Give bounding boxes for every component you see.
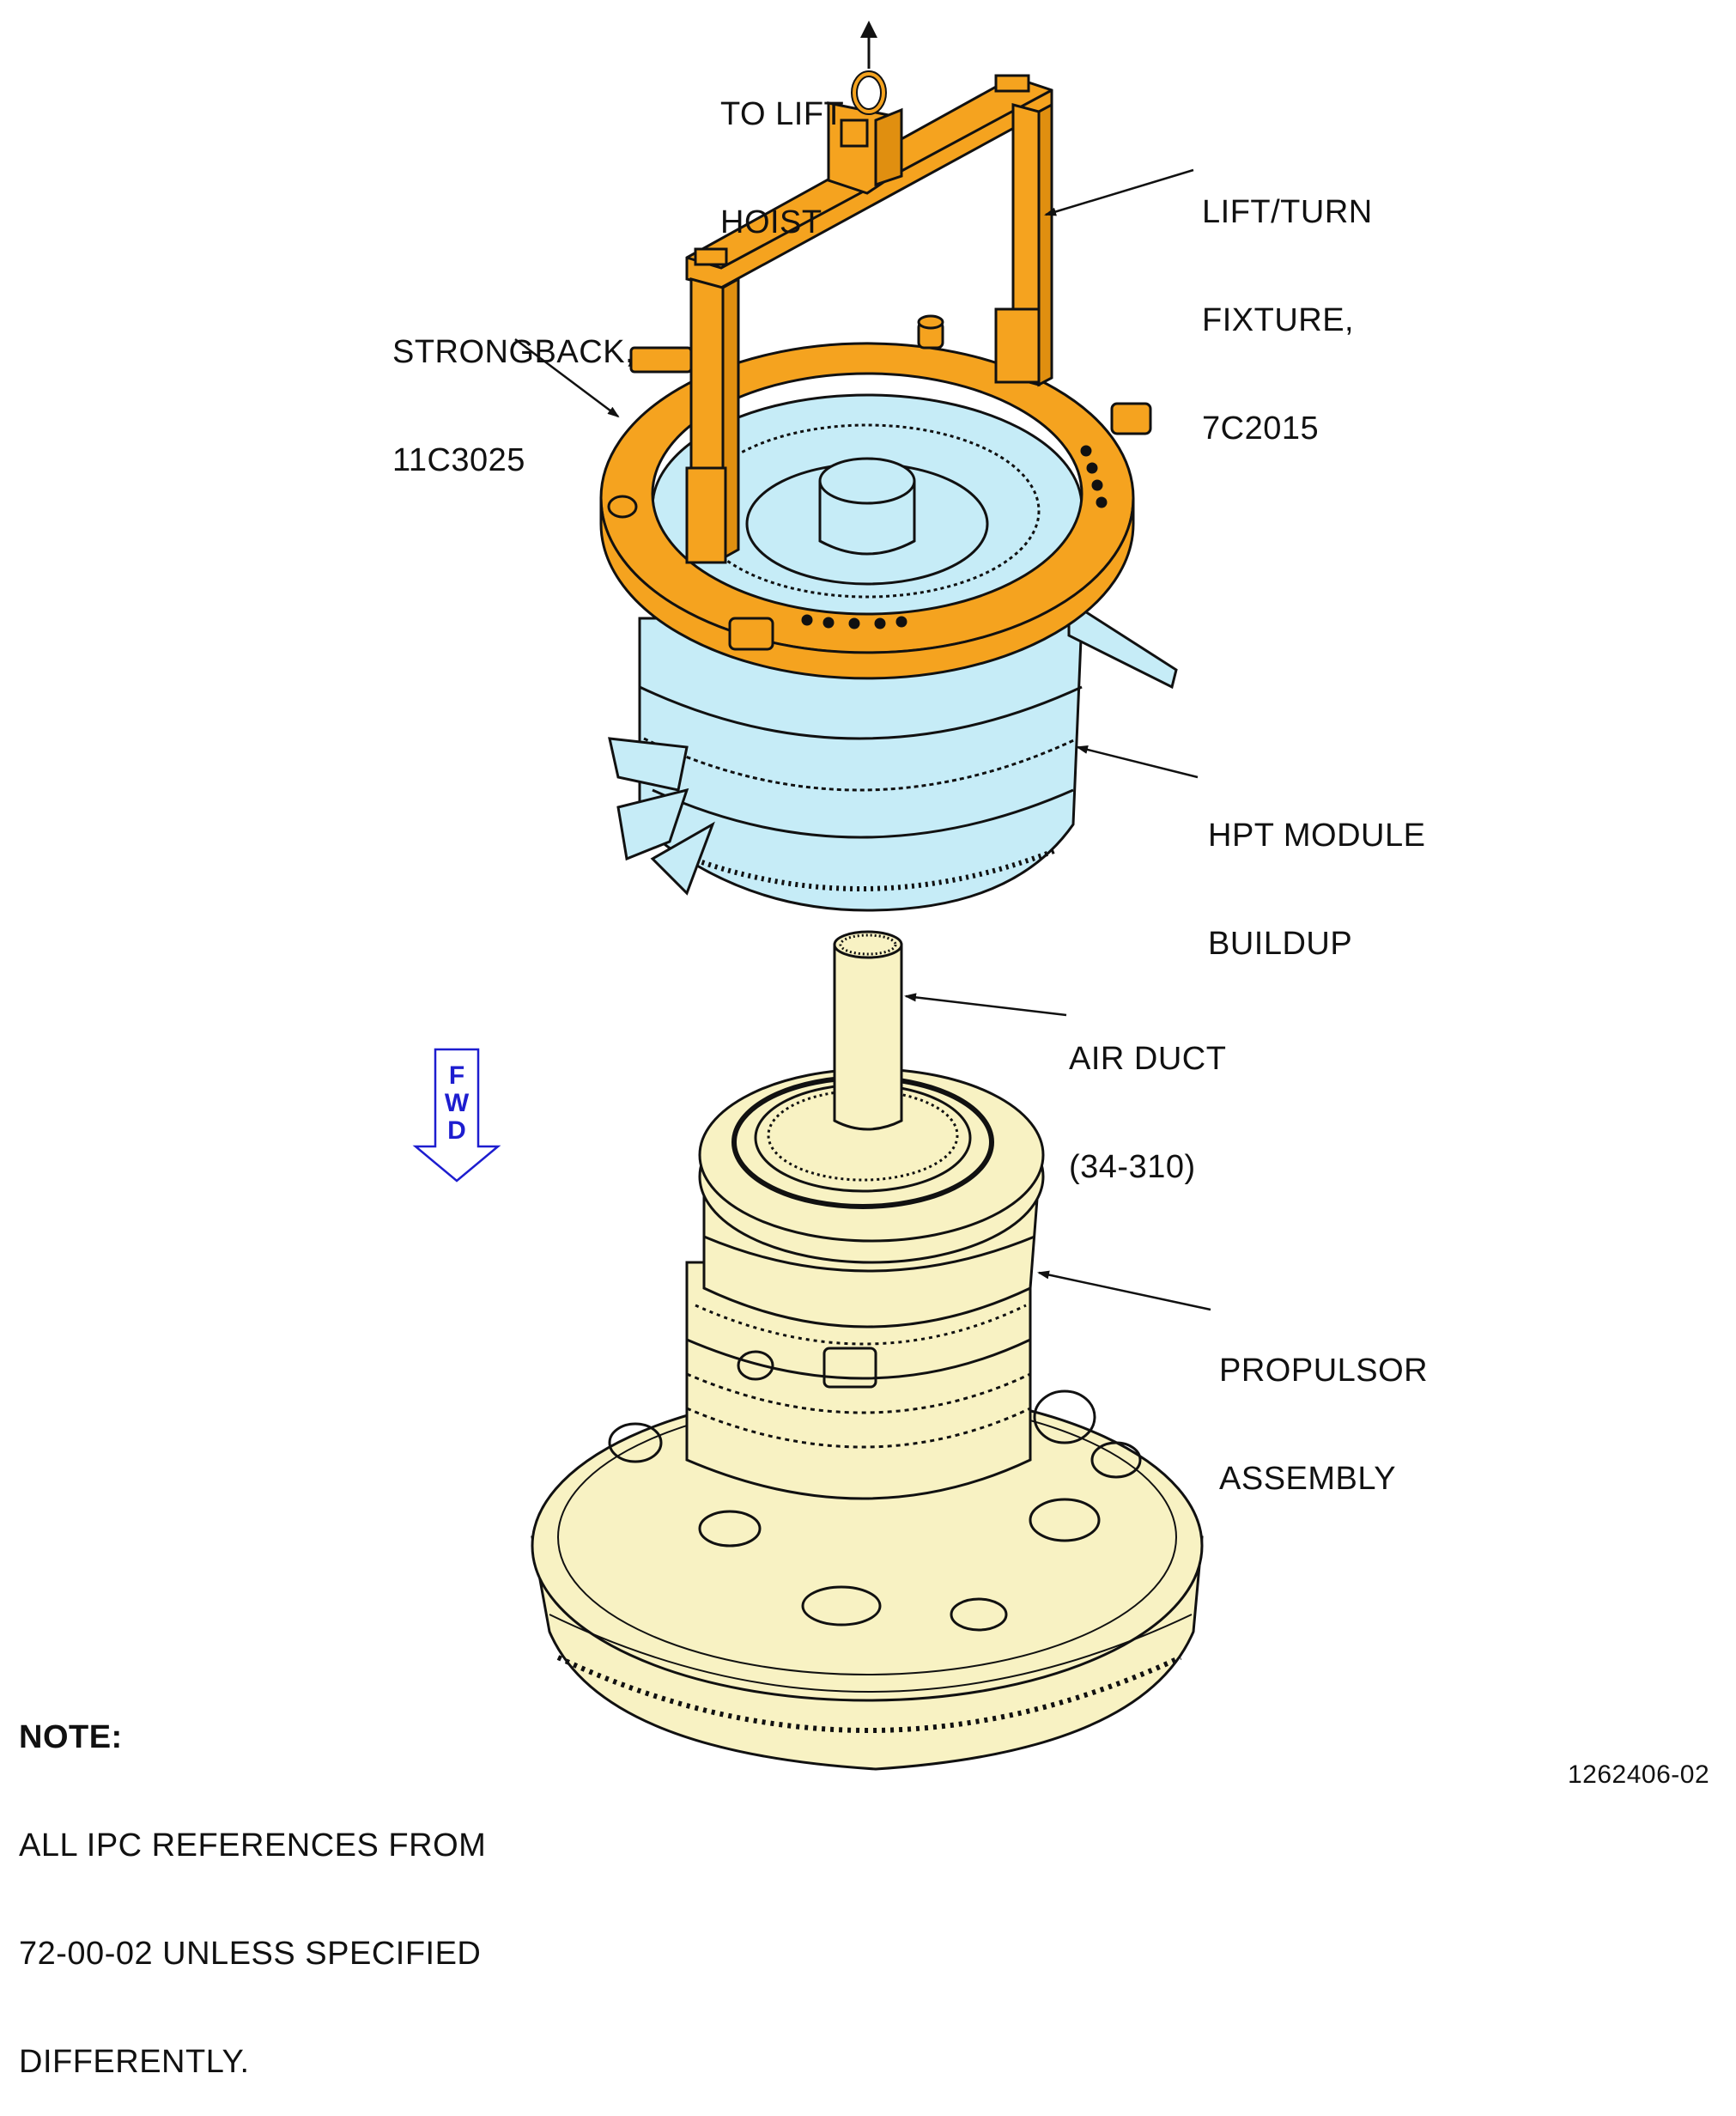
fwd-letter-f: F <box>448 1061 465 1090</box>
label-hpt-module-line1: HPT MODULE <box>1208 818 1426 854</box>
lifting-eye-icon <box>851 70 887 115</box>
label-strongback-line1: STRONGBACK, <box>392 334 635 370</box>
fwd-letter-d: D <box>447 1116 466 1145</box>
label-strongback-line2: 11C3025 <box>392 442 525 478</box>
note-line-1: ALL IPC REFERENCES FROM <box>19 1827 487 1864</box>
leader-strongback <box>514 338 620 418</box>
leader-air-duct <box>904 993 1067 1017</box>
label-air-duct-line1: AIR DUCT <box>1069 1041 1227 1077</box>
hpt-module <box>608 393 1178 912</box>
label-air-duct-line2: (34-310) <box>1069 1149 1196 1185</box>
label-hpt-module: HPT MODULE BUILDUP <box>1208 745 1425 998</box>
label-lift-turn-fixture-line2: FIXTURE, <box>1202 302 1355 338</box>
label-air-duct: AIR DUCT (34-310) <box>1069 969 1226 1221</box>
air-duct <box>833 930 903 1131</box>
label-propulsor: PROPULSOR ASSEMBLY <box>1219 1280 1428 1533</box>
leader-lines <box>514 168 1211 1311</box>
note-line-3: DIFFERENTLY. <box>19 2044 250 2080</box>
label-lift-hoist: TO LIFT HOIST <box>720 24 844 277</box>
leader-hpt-module <box>1076 745 1199 779</box>
label-propulsor-line2: ASSEMBLY <box>1219 1461 1397 1497</box>
lift-turn-fixture <box>685 74 1053 564</box>
note-block: NOTE: ALL IPC REFERENCES FROM 72-00-02 U… <box>19 1647 486 2116</box>
note-title: NOTE: <box>19 1719 123 1755</box>
hoist-arrow-icon <box>860 21 877 69</box>
figure-id: 1262406-02 <box>1568 1760 1710 1789</box>
fwd-letter-w: W <box>444 1089 470 1117</box>
label-lift-turn-fixture-line1: LIFT/TURN <box>1202 194 1373 230</box>
fwd-arrow-icon <box>412 1048 501 1183</box>
assembly-illustration <box>412 21 1211 1771</box>
label-lift-turn-fixture-line3: 7C2015 <box>1202 410 1320 447</box>
label-lift-turn-fixture: LIFT/TURN FIXTURE, 7C2015 <box>1202 122 1373 483</box>
propulsor-assembly <box>531 1067 1204 1771</box>
label-lift-hoist-line1: TO LIFT <box>720 96 845 132</box>
label-lift-hoist-line2: HOIST <box>720 204 822 240</box>
leader-lift-turn-fixture <box>1044 168 1194 216</box>
leader-propulsor <box>1037 1270 1211 1311</box>
label-hpt-module-line2: BUILDUP <box>1208 926 1353 962</box>
label-strongback: STRONGBACK, 11C3025 <box>392 262 634 514</box>
strongback-ring <box>599 314 1152 680</box>
diagram-stage: TO LIFT HOIST LIFT/TURN FIXTURE, 7C2015 … <box>19 21 1710 2080</box>
note-line-2: 72-00-02 UNLESS SPECIFIED <box>19 1936 482 1972</box>
label-propulsor-line1: PROPULSOR <box>1219 1353 1429 1389</box>
